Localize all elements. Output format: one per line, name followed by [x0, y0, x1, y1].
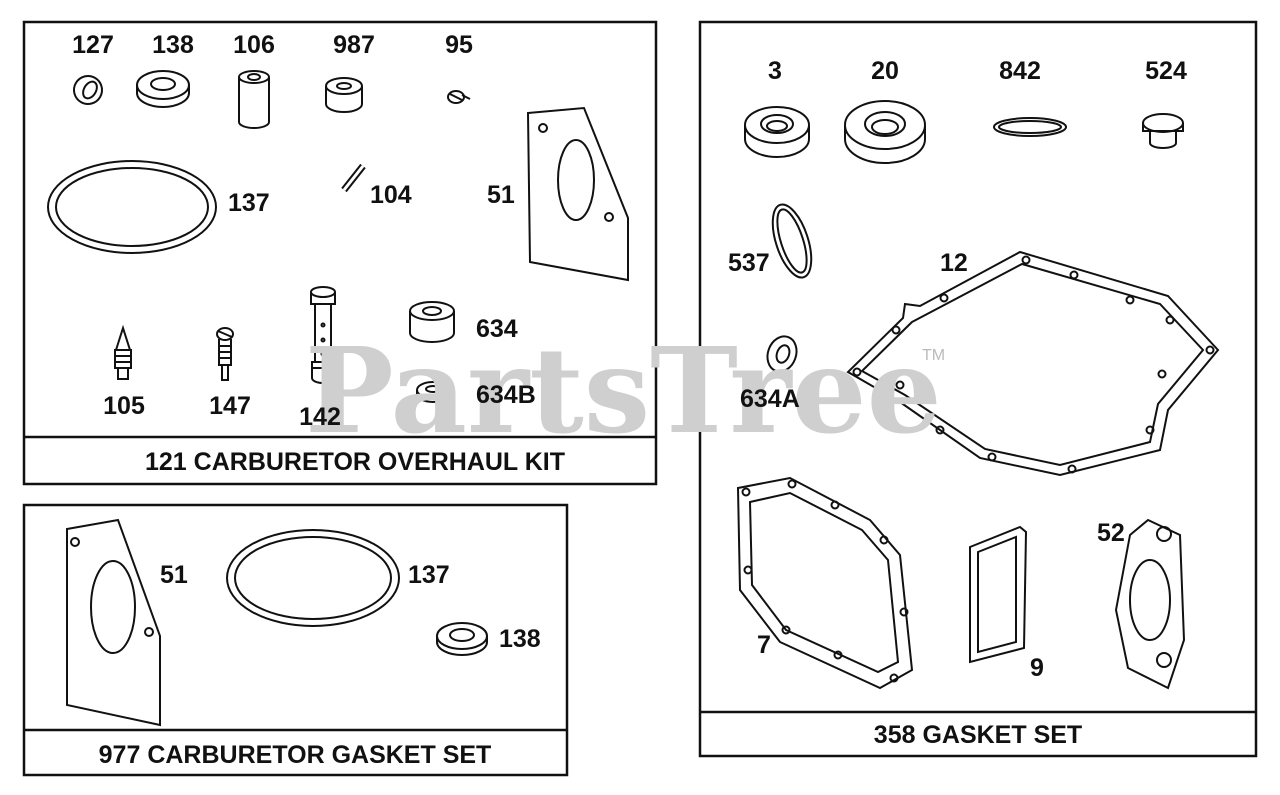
gasket-977-labels: 51 137 138 977 CARBURETOR GASKET SET: [99, 561, 541, 769]
part-137-ring[interactable]: [47, 160, 217, 254]
part-634b-washer[interactable]: [416, 381, 450, 403]
part-842-oring[interactable]: [993, 117, 1067, 137]
part-52-gasket[interactable]: [1114, 518, 1186, 690]
label-3: 3: [768, 57, 782, 85]
label-142: 142: [299, 403, 341, 431]
label-147: 147: [209, 392, 251, 420]
label-634a: 634A: [740, 385, 800, 413]
part-95-screw[interactable]: [447, 90, 471, 104]
label-138-977: 138: [499, 625, 541, 653]
part-537-oring[interactable]: [765, 200, 819, 282]
part-105-needle[interactable]: [114, 324, 132, 380]
label-105: 105: [103, 392, 145, 420]
part-127-washer[interactable]: [69, 71, 107, 109]
watermark-trademark: TM: [922, 347, 945, 364]
part-524-plug[interactable]: [1142, 113, 1184, 149]
label-842: 842: [999, 57, 1041, 85]
gasket-358-labels: 3 20 842 524 537 12 634A 7 9 52 358 GASK…: [728, 57, 1187, 749]
gasket-358-title: 358 GASKET SET: [874, 721, 1082, 749]
part-104-pin[interactable]: [341, 163, 366, 193]
label-524: 524: [1145, 57, 1187, 85]
part-12-gasket[interactable]: [846, 250, 1220, 477]
overhaul-kit-panel: [22, 20, 658, 486]
part-142-nozzle[interactable]: [310, 286, 336, 384]
label-137: 137: [228, 189, 270, 217]
part-634-spacer[interactable]: [409, 301, 455, 343]
label-95: 95: [445, 31, 473, 59]
part-51-gasket[interactable]: [526, 106, 629, 282]
watermark-text: PartsTree: [305, 321, 942, 460]
label-9: 9: [1030, 654, 1044, 682]
label-7: 7: [757, 631, 771, 659]
part-3-seal[interactable]: [744, 106, 810, 158]
label-137-977: 137: [408, 561, 450, 589]
label-20: 20: [871, 57, 899, 85]
label-987: 987: [333, 31, 375, 59]
label-51: 51: [487, 181, 515, 209]
part-147-screw[interactable]: [216, 327, 234, 381]
watermark: PartsTree TM: [305, 321, 945, 460]
part-138-washer-977[interactable]: [436, 622, 488, 656]
label-634b: 634B: [476, 381, 536, 409]
label-51-977: 51: [160, 561, 188, 589]
part-51-gasket-977[interactable]: [66, 518, 161, 727]
part-20-seal[interactable]: [844, 100, 926, 164]
overhaul-kit-title: 121 CARBURETOR OVERHAUL KIT: [145, 448, 565, 476]
label-52: 52: [1097, 519, 1125, 547]
part-9-gasket[interactable]: [969, 525, 1028, 664]
part-137-ring-977[interactable]: [226, 529, 400, 627]
part-138-washer[interactable]: [136, 70, 190, 108]
part-987-spacer[interactable]: [325, 77, 363, 113]
part-634a-washer[interactable]: [763, 332, 802, 375]
label-104: 104: [370, 181, 412, 209]
gasket-358-panel: [698, 20, 1258, 758]
label-138: 138: [152, 31, 194, 59]
label-634: 634: [476, 315, 518, 343]
label-127: 127: [72, 31, 114, 59]
label-106: 106: [233, 31, 275, 59]
gasket-977-title: 977 CARBURETOR GASKET SET: [99, 741, 492, 769]
label-12: 12: [940, 249, 968, 277]
part-7-gasket[interactable]: [736, 476, 914, 690]
gasket-977-panel: [22, 503, 569, 777]
part-106-bushing[interactable]: [238, 70, 270, 129]
label-537: 537: [728, 249, 770, 277]
overhaul-kit-labels: 127 138 106 987 95 137 104 51 634 634B 1…: [72, 31, 565, 476]
